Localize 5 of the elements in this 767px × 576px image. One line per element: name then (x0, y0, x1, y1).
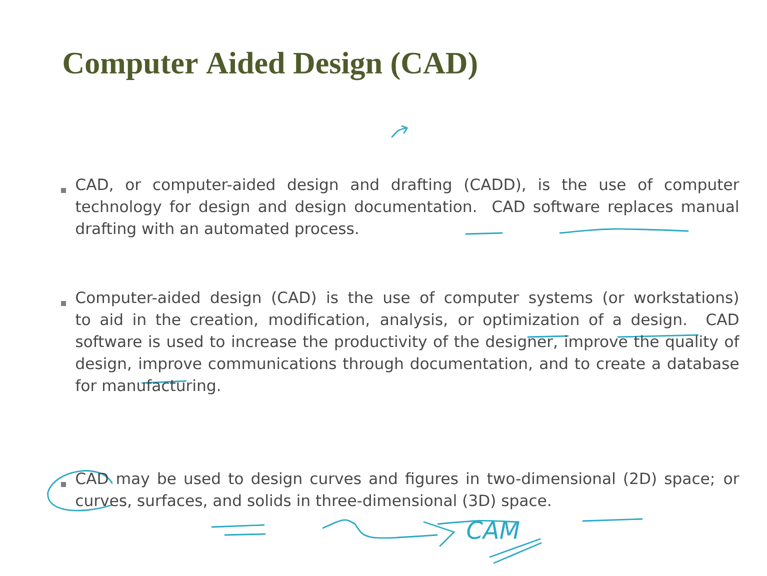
handwritten-word: CAM (467, 520, 520, 540)
bullet-paragraph: CAD may be used to design curves and figures in two-dimensional (2D) space; or curves, surfaces, and solids in three-dimensional (3D) space. (76, 472, 740, 510)
bullet-paragraph: Computer-aided design (CAD) is the use of computer systems (or workstations) to aid in the creation, modification, analysis, or optimization of a design. CAD software is used to increase the productivity of the designer, improve the quality of design, improve communications through documentation, and to create a database for manufacturing. (76, 291, 740, 394)
slide-title: Computer Aided Design (CAD) (64, 52, 477, 80)
bullet-paragraph: CAD, or computer-aided design and drafting (CADD), is the use of computer technology for design and design documentation. CAD software replaces manual drafting with an automated process. (76, 178, 740, 238)
